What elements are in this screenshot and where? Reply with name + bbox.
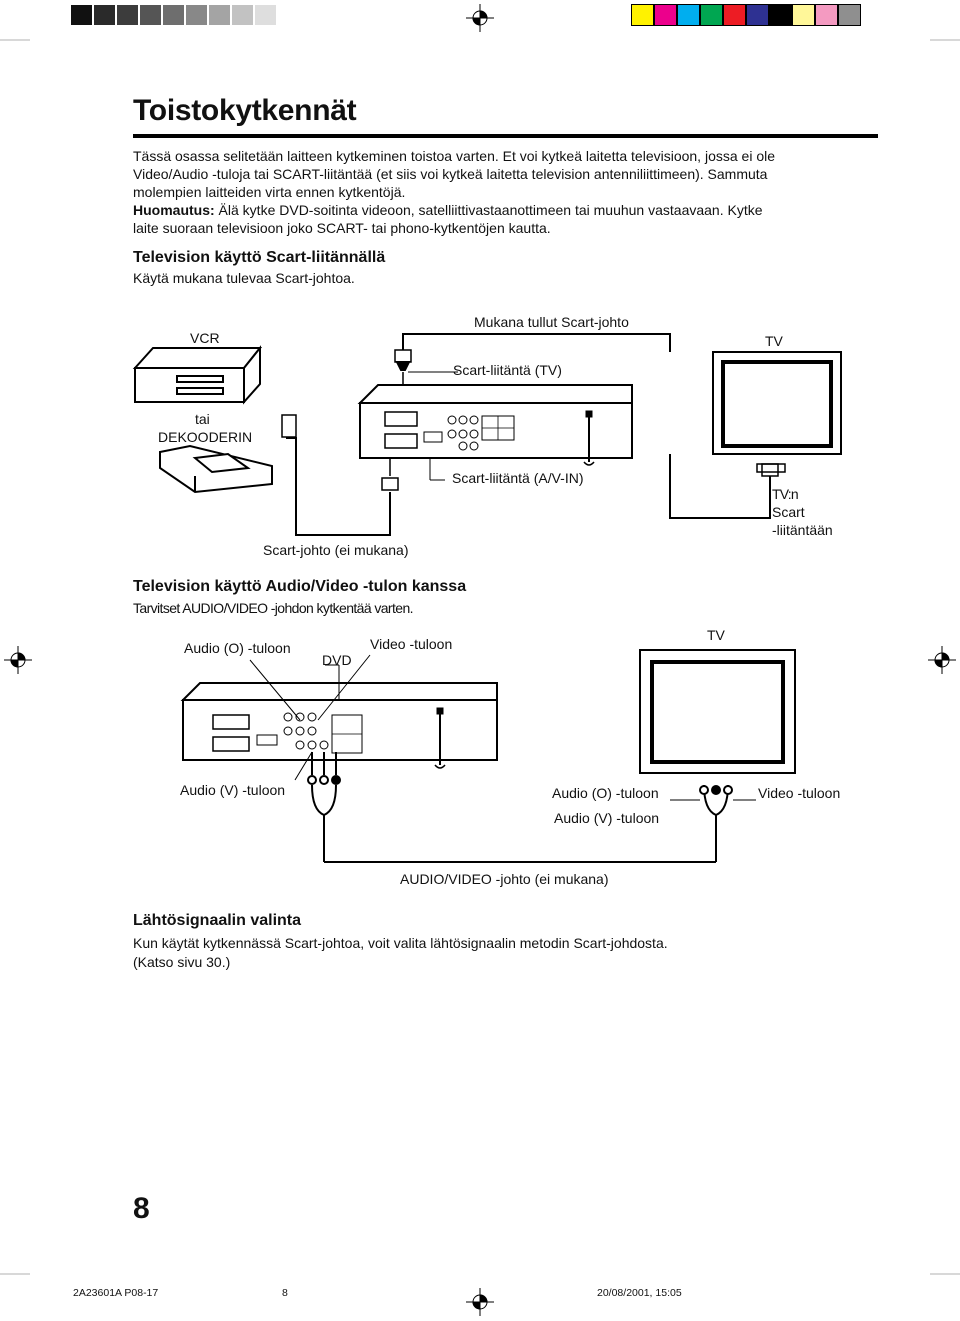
section3-heading: Lähtösignaalin valinta	[133, 912, 302, 929]
gray-swatch	[71, 5, 92, 25]
note-line-2: laite suoraan televisioon joko SCART- ta…	[133, 220, 551, 236]
section3-line-1: Kun käytät kytkennässä Scart-johtoa, voi…	[133, 935, 668, 951]
label-tvn: TV:n	[772, 486, 799, 502]
intro-line-1: Tässä osassa selitetään laitteen kytkemi…	[133, 148, 776, 164]
label-audio-o-in-tv: Audio (O) -tuloon	[552, 785, 659, 801]
label-dvd: DVD	[322, 652, 352, 668]
section3-line-2: (Katso sivu 30.)	[133, 954, 231, 970]
footer-page: 8	[282, 1287, 288, 1299]
label-tv-2: TV	[707, 627, 725, 643]
color-swatch	[792, 4, 815, 26]
vcr-illustration	[132, 345, 263, 405]
note-line-1: Huomautus: Älä kytke DVD-soitinta videoo…	[133, 201, 878, 219]
note-label: Huomautus:	[133, 202, 215, 218]
label-cable-not-included: Scart-johto (ei mukana)	[263, 542, 409, 558]
label-scart-av-in: Scart-liitäntä (A/V-IN)	[452, 470, 584, 486]
crop-marks	[0, 39, 960, 1275]
decoder-illustration	[159, 444, 273, 494]
gray-swatch	[255, 5, 276, 25]
label-vcr: VCR	[190, 330, 220, 346]
section2-subheading: Tarvitset AUDIO/VIDEO -johdon kytkentää …	[133, 600, 414, 616]
color-swatch	[631, 4, 654, 26]
color-swatch	[677, 4, 700, 26]
label-liitantaan: -liitäntään	[772, 522, 833, 538]
intro-paragraph: Tässä osassa selitetään laitteen kytkemi…	[133, 147, 878, 237]
note-text-1: Älä kytke DVD-soitinta videoon, satellii…	[214, 202, 763, 218]
footer-date: 20/08/2001, 15:05	[597, 1287, 682, 1299]
label-decoder: DEKOODERIN	[158, 429, 253, 445]
label-tai: tai	[195, 411, 210, 427]
label-scart: Scart	[772, 504, 805, 520]
gray-swatch	[232, 5, 253, 25]
color-swatch	[746, 4, 769, 26]
color-swatch	[838, 4, 861, 26]
registration-mark-left	[4, 646, 32, 674]
av-cable-lines	[249, 654, 756, 863]
registration-mark-bottom	[466, 1288, 494, 1316]
label-audio-o-in: Audio (O) -tuloon	[184, 640, 291, 656]
label-scart-tv: Scart-liitäntä (TV)	[453, 362, 562, 378]
gray-swatch	[186, 5, 207, 25]
gray-swatch	[94, 5, 115, 25]
footer-code: 2A23601A P08-17	[73, 1287, 159, 1299]
page-number: 8	[133, 1192, 150, 1225]
page-title: Toistokytkennät	[133, 94, 357, 127]
tv-illustration-1	[712, 351, 842, 473]
gray-swatch	[163, 5, 184, 25]
section1-heading: Television käyttö Scart-liitännällä	[133, 249, 386, 266]
gray-swatch	[117, 5, 138, 25]
label-tv-1: TV	[765, 333, 783, 349]
color-swatch	[769, 4, 792, 26]
label-av-cable: AUDIO/VIDEO -johto (ei mukana)	[400, 871, 609, 887]
color-swatch	[815, 4, 838, 26]
label-video-in-tv: Video -tuloon	[758, 785, 841, 801]
gray-swatch	[140, 5, 161, 25]
label-audio-v-in-tv: Audio (V) -tuloon	[554, 810, 660, 826]
gray-swatch	[209, 5, 230, 25]
registration-mark-top	[466, 4, 494, 32]
intro-line-3: molempien laitteiden virta ennen kytkent…	[133, 184, 406, 200]
color-swatch	[700, 4, 723, 26]
color-swatch	[723, 4, 746, 26]
label-video-in-top: Video -tuloon	[370, 636, 453, 652]
dvd-player-rear-1	[357, 384, 633, 466]
registration-mark-right	[928, 646, 956, 674]
label-cable-included: Mukana tullut Scart-johto	[474, 314, 629, 330]
title-rule	[133, 134, 878, 138]
color-swatch	[654, 4, 677, 26]
label-audio-v-in: Audio (V) -tuloon	[180, 782, 286, 798]
tv-illustration-2	[639, 649, 796, 774]
section2-heading: Television käyttö Audio/Video -tulon kan…	[133, 578, 467, 595]
dvd-player-rear-2	[180, 682, 498, 769]
intro-line-2: Video/Audio -tuloja tai SCART-liitäntää …	[133, 166, 768, 182]
section1-subheading: Käytä mukana tulevaa Scart-johtoa.	[133, 270, 355, 286]
scart-cable-lines-1	[281, 333, 779, 536]
